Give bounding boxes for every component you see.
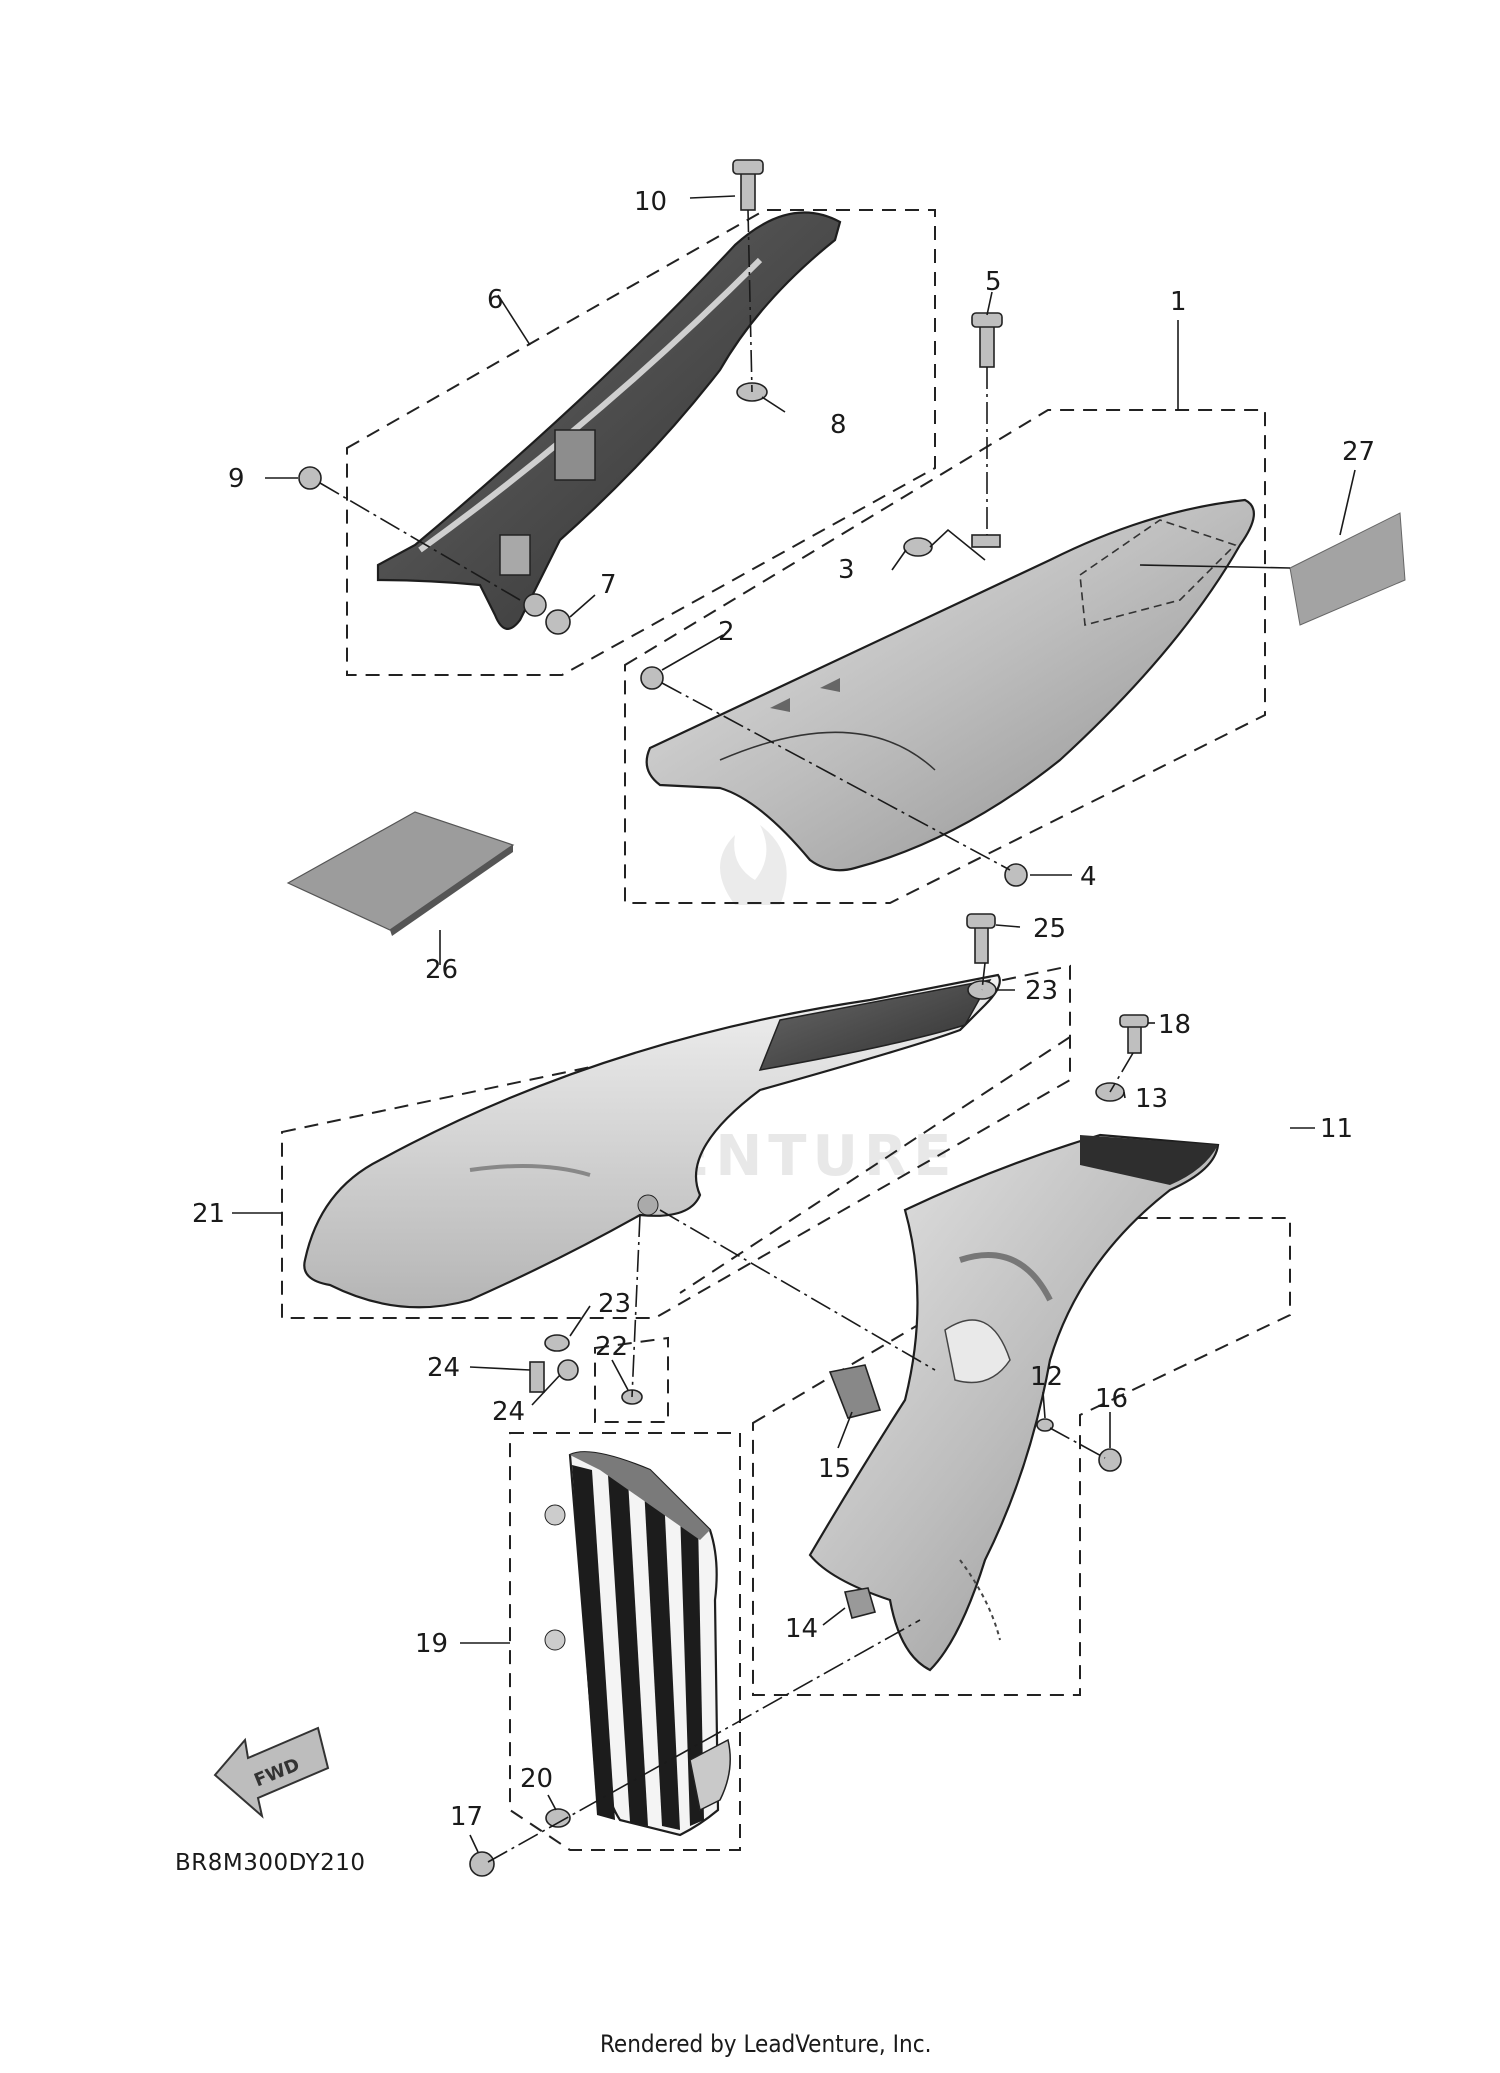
group-outline-23-link xyxy=(679,1036,1071,1294)
pad-14 xyxy=(843,1587,876,1619)
bolt-5 xyxy=(971,312,1003,368)
part-11-shroud xyxy=(808,1133,1220,1672)
render-credit: Rendered by LeadVenture, Inc. xyxy=(600,2030,931,2058)
callout-23-top: 23 xyxy=(1025,976,1058,1006)
callout-16: 16 xyxy=(1095,1384,1128,1414)
callout-11: 11 xyxy=(1320,1114,1353,1144)
bolt-9 xyxy=(298,466,322,490)
leader-lines xyxy=(232,195,1356,1863)
collar-23-bottom xyxy=(544,1334,570,1352)
callout-4: 4 xyxy=(1080,862,1097,892)
grommet-3 xyxy=(903,537,933,557)
bolt-25 xyxy=(966,913,996,964)
callout-3: 3 xyxy=(838,555,855,585)
clip-24-b xyxy=(557,1359,579,1381)
bolt-17 xyxy=(469,1851,495,1877)
callout-7: 7 xyxy=(600,570,617,600)
group-outline-19 xyxy=(509,1432,741,1851)
callout-6: 6 xyxy=(487,285,504,315)
callout-18: 18 xyxy=(1158,1010,1191,1040)
callout-13: 13 xyxy=(1135,1084,1168,1114)
callout-22: 22 xyxy=(595,1332,628,1362)
callout-20: 20 xyxy=(520,1764,553,1794)
callout-17: 17 xyxy=(450,1802,483,1832)
part-1-side-cover xyxy=(645,498,1255,872)
callout-23-bottom: 23 xyxy=(598,1289,631,1319)
group-outline-22 xyxy=(594,1336,669,1423)
callout-9: 9 xyxy=(228,464,245,494)
callout-19: 19 xyxy=(415,1629,448,1659)
callout-24-lower: 24 xyxy=(492,1397,525,1427)
bolt-2 xyxy=(640,666,664,690)
fwd-arrow-icon: FWD xyxy=(213,1726,330,1819)
callout-14: 14 xyxy=(785,1614,818,1644)
bolt-10 xyxy=(732,159,764,211)
part-19-louver xyxy=(544,1451,731,1837)
group-outline-1 xyxy=(624,409,1266,904)
callout-21: 21 xyxy=(192,1199,225,1229)
nut-7 xyxy=(545,609,571,635)
callout-15: 15 xyxy=(818,1454,851,1484)
part-27-decal xyxy=(1289,512,1406,626)
bracket-5 xyxy=(971,534,1001,548)
washer-12 xyxy=(1036,1418,1054,1432)
callout-25: 25 xyxy=(1033,914,1066,944)
callout-1: 1 xyxy=(1170,287,1187,317)
bolt-16 xyxy=(1098,1448,1122,1472)
callout-5: 5 xyxy=(985,267,1002,297)
bolt-4 xyxy=(1004,863,1028,887)
callout-24-upper: 24 xyxy=(427,1353,460,1383)
pad-15 xyxy=(828,1364,882,1419)
callout-8: 8 xyxy=(830,410,847,440)
part-6-frame-cover xyxy=(376,211,842,630)
callout-12: 12 xyxy=(1030,1362,1063,1392)
callout-labels: 1 2 3 4 5 6 7 8 9 10 11 12 13 14 15 16 1… xyxy=(192,187,1375,1832)
group-outline-11 xyxy=(752,1217,1291,1696)
group-outline-6 xyxy=(346,209,936,676)
callout-26: 26 xyxy=(425,955,458,985)
bolt-18 xyxy=(1119,1014,1149,1054)
callout-2: 2 xyxy=(718,617,735,647)
clip-24-a xyxy=(529,1361,545,1393)
fasteners xyxy=(298,159,1149,1877)
callout-10: 10 xyxy=(634,187,667,217)
diagram-code: BR8M300DY210 xyxy=(175,1850,366,1876)
washer-20 xyxy=(545,1808,571,1828)
part-21-side-panel xyxy=(303,973,1001,1309)
callout-27: 27 xyxy=(1342,437,1375,467)
